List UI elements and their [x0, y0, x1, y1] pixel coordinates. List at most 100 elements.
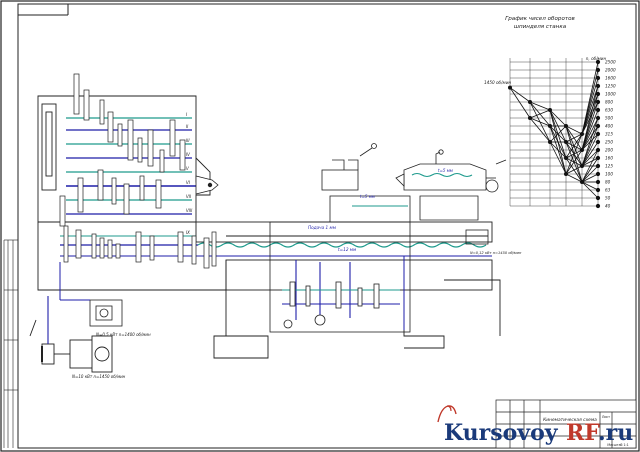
graph-node	[548, 140, 552, 144]
graph-ray	[529, 101, 551, 143]
shaft-label: I	[186, 112, 188, 117]
graph-ray	[581, 101, 599, 151]
graph-speed-label: 63	[605, 188, 611, 193]
graph-speed-label: 630	[605, 108, 613, 113]
graph-ray	[581, 85, 599, 135]
graph-title-line2: шпинделя станка	[514, 24, 567, 30]
lead-screw	[60, 235, 487, 257]
inner-frame	[17, 3, 637, 449]
watermark-logo: Kursovoy RF .ru	[437, 405, 633, 446]
shaft-label: V	[186, 166, 189, 171]
bed-right-end	[403, 229, 492, 330]
lower-base	[213, 335, 445, 359]
graph-speed-label: 2500	[605, 60, 616, 65]
graph-node	[580, 132, 584, 136]
graph-ray	[581, 77, 599, 135]
graph-ray	[581, 125, 599, 151]
screw-small-label: t=5 мм	[360, 194, 375, 199]
graph-ray	[529, 101, 551, 127]
graph-speed-label: 400	[605, 124, 613, 129]
graph-ray	[581, 157, 599, 167]
shaft-label: III	[186, 138, 190, 143]
lead-screw-label: t=12 мм	[338, 247, 356, 252]
graph-ray	[549, 109, 567, 127]
shaft-label: VIII	[186, 208, 193, 213]
graph-unit-label: n, об/мин	[586, 56, 607, 61]
tailstock	[395, 149, 507, 221]
graph-speed-label: 500	[605, 116, 613, 121]
watermark-part1: Kursovoy	[444, 420, 559, 446]
shaft-label: IV	[186, 152, 190, 157]
graph-speed-label: 1600	[605, 76, 616, 81]
graph-node	[548, 124, 552, 128]
title-block	[495, 399, 637, 449]
graph-node	[580, 180, 584, 184]
motor-main-label: N=10 кВт n=1450 об/мин	[72, 374, 126, 379]
graph-node	[580, 148, 584, 152]
graph-speed-label: 50	[605, 196, 611, 201]
graph-ray	[581, 157, 599, 183]
graph-speed-label: 160	[605, 156, 613, 161]
graph-speed-label: 1000	[605, 92, 616, 97]
feed-rod-label: Подача 1 мм	[308, 225, 336, 230]
graph-ray	[581, 93, 599, 151]
graph-ray	[581, 109, 599, 151]
graph-ray	[529, 117, 551, 143]
graph-ray	[565, 133, 583, 143]
graph-ray	[565, 125, 583, 135]
headstock-gears	[59, 73, 186, 227]
graph-speed-label: 800	[605, 100, 613, 105]
graph-ray	[581, 117, 599, 167]
graph-node	[528, 100, 532, 104]
graph-ray	[529, 101, 551, 111]
graph-ray	[509, 87, 531, 103]
graph-ray	[565, 149, 583, 175]
speed-graph: 2500 2000 1600 1250 1000 800 630 500 400 315 250 20…	[508, 58, 616, 209]
graph-node	[564, 172, 568, 176]
graph-title-line1: График чисел оборотов	[505, 16, 575, 22]
graph-ray	[581, 117, 599, 151]
graph-speed-label: 2000	[605, 68, 616, 73]
fast-motor	[59, 262, 123, 327]
graph-ray	[581, 165, 599, 183]
graph-ray	[581, 125, 599, 167]
shaft-label: II	[186, 124, 189, 129]
graph-ray	[565, 173, 583, 183]
graph-ray	[565, 165, 583, 175]
graph-ray	[581, 133, 599, 167]
headstock	[37, 95, 211, 223]
graph-speed-label: 250	[605, 140, 613, 145]
shaft-label: VI	[186, 180, 191, 185]
stamp-small: Лист	[602, 415, 610, 419]
graph-speed-label: 1250	[605, 84, 616, 89]
graph-ray	[509, 87, 531, 119]
graph-ray	[565, 133, 583, 175]
tailstock-screw-label: t=5 мм	[438, 168, 453, 173]
graph-ray	[549, 141, 567, 159]
graph-node	[564, 156, 568, 160]
margin-strips	[3, 239, 18, 448]
graph-ray	[549, 125, 567, 143]
main-motor	[29, 296, 113, 373]
graph-ray	[581, 181, 599, 199]
motor-side-label: N=0,12 кВт n=1450 об/мин	[470, 251, 522, 255]
watermark-part2: RF	[566, 420, 600, 446]
graph-ray	[581, 173, 599, 183]
graph-node	[564, 140, 568, 144]
graph-ray	[581, 93, 599, 135]
graph-ray	[581, 149, 599, 183]
graph-ray	[581, 141, 599, 167]
graph-speed-label: 315	[605, 132, 613, 137]
graph-ray	[581, 181, 599, 191]
carriage-saddle	[321, 143, 411, 223]
graph-ray	[581, 149, 599, 167]
graph-speed-label: 40	[605, 204, 611, 209]
motor-speed-label: 1450 об/мин	[484, 80, 511, 85]
graph-ray	[549, 141, 567, 175]
spindle-chuck	[195, 175, 219, 195]
graph-speed-label: 200	[605, 148, 613, 153]
graph-speed-label: 80	[605, 180, 611, 185]
